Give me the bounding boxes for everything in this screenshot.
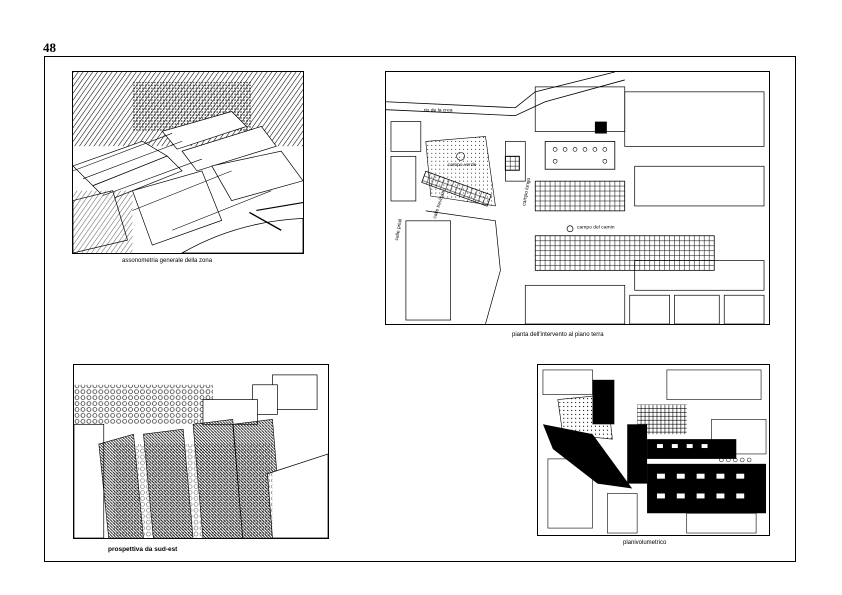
campo-verde-label: campo verde <box>448 162 477 168</box>
page-frame <box>44 56 796 562</box>
perspective-caption: prospettiva da sud-est <box>108 546 178 553</box>
planivolumetric-drawing <box>537 364 770 536</box>
campo-lungo-label: campo lungo <box>521 177 532 206</box>
campo-camin-label: campo del camin <box>577 225 615 231</box>
planivolumetric-caption: planivolumetrico <box>623 540 667 546</box>
ground-plan-drawing: rio de la crea campo verde campo lungo c… <box>385 71 770 325</box>
page-number: 48 <box>43 40 56 55</box>
ground-plan-caption: pianta dell'intervento al piano terra <box>512 332 604 338</box>
perspective-drawing <box>73 364 329 539</box>
rio-label: rio de la crea <box>424 108 453 114</box>
axonometry-caption: assonometria generale della zona <box>122 258 213 264</box>
axonometry-drawing <box>72 71 304 254</box>
calle-priuli-label: calle priuli <box>394 218 404 241</box>
